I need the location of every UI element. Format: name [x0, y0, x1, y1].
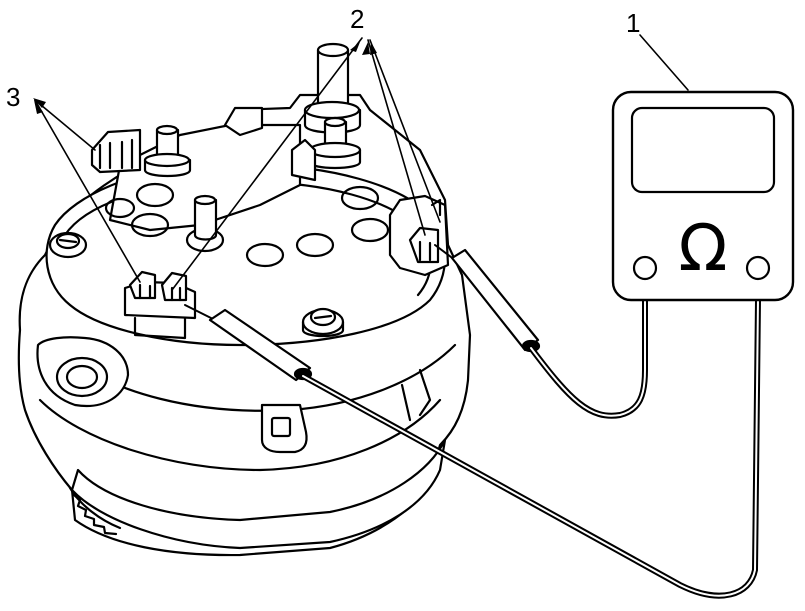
leader-2b — [367, 39, 426, 236]
callout-arrowheads — [33, 42, 377, 114]
rectifier-hole-1 — [135, 182, 175, 208]
wire-rear — [528, 297, 648, 419]
ohm-symbol: Ω — [679, 212, 728, 286]
terminal-post-a — [143, 124, 192, 178]
callout-1: 1 — [626, 8, 641, 38]
rectifier-hole-8 — [104, 197, 136, 219]
rectifier-hole-2 — [130, 212, 170, 238]
alternator-gear-teeth — [72, 493, 118, 536]
terminal-block-base — [133, 316, 187, 340]
mount-bolt-center — [301, 307, 345, 338]
terminal-block-rear-slots — [98, 138, 134, 170]
probe-rear-handle — [450, 248, 540, 352]
terminal-tab-a — [128, 270, 157, 300]
boss-slot — [270, 416, 292, 438]
alternator-mid-band — [38, 398, 442, 472]
terminal-post-c — [193, 194, 218, 241]
terminal-block-rear — [90, 128, 142, 174]
terminal-tab-right-slots — [418, 240, 432, 262]
arrowhead-2a — [350, 42, 360, 52]
terminal-cluster-right — [388, 194, 450, 277]
rear-bracket-left — [223, 106, 264, 137]
post-b-base-top — [308, 141, 362, 159]
right-housing-notch — [418, 368, 432, 417]
terminal-right-clip — [430, 198, 442, 217]
arrowhead-3b — [34, 100, 43, 114]
shaft-collar-top — [303, 100, 361, 120]
leader-2c — [369, 39, 441, 223]
leader-2a — [171, 37, 363, 291]
terminal-cluster-rear — [90, 128, 142, 174]
arrowhead-2c — [370, 42, 377, 55]
ohmmeter-display — [630, 106, 776, 194]
leader-3a — [34, 99, 96, 151]
leader-3b — [34, 99, 141, 283]
gear-band — [68, 486, 122, 530]
rectifier-hole-7 — [340, 185, 380, 211]
post-c-body — [193, 198, 218, 241]
ohmmeter-terminal-right — [745, 255, 771, 281]
alternator-mount-hole — [55, 356, 109, 398]
rectifier-hole-4 — [245, 242, 285, 268]
ohmmeter — [611, 90, 795, 302]
shaft-top — [316, 42, 350, 58]
terminal-tab-slots — [138, 283, 182, 302]
alternator-right-boss — [260, 403, 308, 454]
probe-front-tip — [184, 304, 216, 321]
test-leads — [184, 244, 761, 599]
rear-bracket-right — [290, 138, 317, 182]
leader-1 — [639, 34, 689, 91]
arrowhead-2b — [362, 42, 370, 55]
post-a-top — [155, 124, 179, 136]
ohmmeter-terminal-left — [632, 255, 658, 281]
alternator-front-ring — [70, 438, 447, 550]
wire-rear-inner — [530, 299, 646, 417]
post-b-top — [323, 116, 347, 128]
terminal-post-b — [308, 116, 362, 170]
post-c-top — [193, 194, 217, 206]
mount-bolt-left — [48, 231, 88, 259]
rectifier-hole-5 — [295, 232, 335, 258]
callout-3: 3 — [6, 82, 21, 112]
alternator-shaft — [303, 42, 362, 134]
alternator-mount-hole-inner — [65, 364, 99, 390]
callout-leaders — [34, 34, 689, 291]
wire-front-inner — [302, 299, 759, 597]
housing-edge-2 — [400, 383, 412, 422]
callout-2: 2 — [350, 4, 365, 34]
post-a-base-top — [143, 152, 191, 168]
arrowhead-3a — [33, 98, 46, 108]
alternator — [17, 42, 472, 557]
probe-front-handle — [208, 308, 312, 382]
rectifier-hole-6 — [350, 217, 390, 243]
